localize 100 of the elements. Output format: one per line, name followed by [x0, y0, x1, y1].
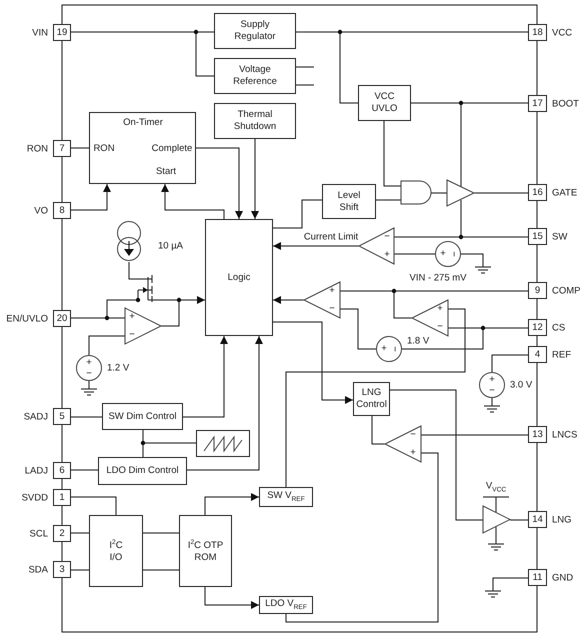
- connection-line: [492, 354, 528, 372]
- block-label: I$^{2}$C OTP ROM: [186, 538, 224, 564]
- connection-line: [384, 120, 402, 186]
- pin-name: SW: [552, 231, 568, 242]
- arrow: [272, 242, 360, 250]
- voltage-source-symbol: [479, 372, 505, 398]
- pin-box: [53, 561, 71, 578]
- input-polarity-sign: +: [129, 311, 135, 323]
- polarity-sign: −: [388, 346, 400, 352]
- function-block: [214, 13, 296, 49]
- pin-name: COMP: [552, 285, 580, 296]
- block-label: LDO Dim Control: [106, 465, 179, 477]
- connection-line: [372, 416, 386, 444]
- pin-name: VCC: [552, 27, 572, 38]
- pin-number: 5: [59, 410, 65, 422]
- value-label: V$_{VCC}$: [486, 480, 506, 494]
- pin-box: [528, 346, 547, 363]
- amplifier-symbol: [483, 506, 510, 533]
- pin-number: 16: [532, 186, 543, 198]
- arrow: [204, 586, 260, 609]
- input-polarity-sign: −: [129, 329, 135, 341]
- block-label: SW Dim Control: [108, 410, 177, 422]
- value-label: 1.8 V: [407, 336, 430, 346]
- connection-line: [70, 532, 90, 534]
- connection-line: [340, 308, 376, 350]
- pin-box: [528, 511, 547, 528]
- pin-number: 6: [59, 464, 65, 476]
- pin-number: 18: [532, 26, 543, 38]
- voltage-source-symbol: [76, 355, 102, 381]
- pin-number: 14: [532, 514, 543, 526]
- connection-line: [128, 262, 138, 280]
- input-polarity-sign: −: [384, 231, 390, 243]
- block-label: LNG Control: [355, 387, 388, 411]
- pin-number: 20: [56, 312, 68, 324]
- arrow: [272, 322, 354, 404]
- port-label: Start: [156, 166, 176, 178]
- function-block: [205, 219, 273, 336]
- arrow: [182, 336, 228, 418]
- pin-number: 3: [59, 564, 65, 576]
- connection-line: [430, 192, 448, 194]
- polarity-sign: +: [440, 248, 446, 260]
- pin-number: 2: [59, 528, 65, 540]
- pin-name: SVDD: [22, 492, 48, 503]
- connection-line: [70, 496, 116, 516]
- pin-name: BOOT: [552, 98, 579, 109]
- connection-line: [474, 192, 528, 194]
- voltage-source-symbol: [435, 241, 461, 267]
- function-block: [353, 382, 390, 416]
- function-block: [214, 103, 296, 139]
- pin-name: LADJ: [24, 465, 48, 476]
- pin-box: [53, 310, 71, 327]
- connection-line: [272, 200, 322, 228]
- value-label: 1.2 V: [107, 362, 130, 374]
- pin-number: 17: [532, 98, 543, 110]
- pin-box: [53, 408, 71, 425]
- pin-box: [528, 569, 547, 586]
- connection-line: [420, 434, 528, 436]
- value-label: 3.0 V: [510, 380, 532, 390]
- connection-line: [390, 390, 484, 520]
- pin-name: SDA: [28, 564, 48, 575]
- function-block: [214, 58, 296, 94]
- polarity-sign: +: [489, 374, 495, 386]
- pin-name: VO: [34, 205, 48, 216]
- current-source-symbol: [117, 221, 141, 262]
- input-polarity-sign: +: [410, 447, 416, 459]
- block-title: On-Timer: [123, 117, 163, 129]
- pin-number: 4: [534, 348, 540, 360]
- arrow: [196, 148, 243, 220]
- pin-box: [528, 319, 547, 336]
- value-label: 10 µA: [158, 240, 184, 252]
- pin-number: 11: [532, 572, 542, 584]
- amplifier-symbol: [304, 282, 340, 318]
- pin-box: [528, 282, 547, 299]
- polarity-sign: −: [447, 251, 459, 257]
- function-block: [89, 515, 143, 587]
- pin-name: REF: [552, 349, 571, 360]
- arrow: [272, 296, 304, 304]
- amplifier-symbol: [447, 180, 474, 206]
- pin-number: 12: [532, 322, 543, 334]
- pin-box: [528, 24, 547, 41]
- pin-number: 7: [59, 142, 65, 154]
- connection-line: [88, 336, 126, 356]
- pin-number: 1: [59, 492, 65, 504]
- polarity-sign: +: [381, 343, 387, 355]
- function-block: [358, 85, 411, 121]
- connection-line: [296, 84, 314, 86]
- connection-line: [296, 66, 314, 68]
- pin-box: [53, 525, 71, 542]
- pin-name: VIN: [32, 27, 48, 38]
- block-label: VCC UVLO: [370, 91, 398, 115]
- input-polarity-sign: −: [329, 303, 335, 315]
- pin-name: LNG: [552, 514, 572, 525]
- pin-name: CS: [552, 322, 566, 333]
- block-label: SW V$_{REF}$: [267, 490, 305, 504]
- input-polarity-sign: +: [384, 249, 390, 261]
- pin-number: 13: [532, 428, 543, 440]
- function-block: [102, 403, 183, 430]
- pin-number: 19: [56, 26, 68, 38]
- input-polarity-sign: −: [410, 429, 416, 441]
- block-label: Supply Regulator: [233, 19, 277, 43]
